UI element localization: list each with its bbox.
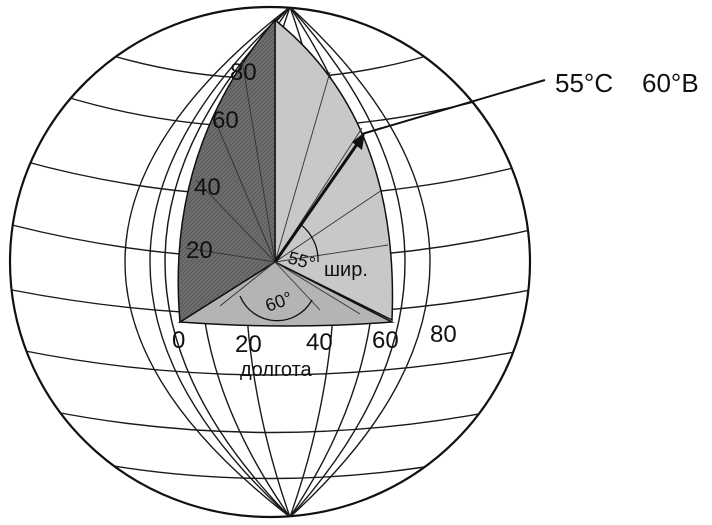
lat-tick-80: 80 <box>230 59 257 86</box>
point-longitude-label: 60°B <box>642 68 699 98</box>
longitude-arc <box>239 295 313 322</box>
lon-tick-40: 40 <box>306 329 333 356</box>
lon-tick-60: 60 <box>372 327 399 354</box>
lon-tick-20: 20 <box>235 331 262 358</box>
longitude-word-label: долгота <box>240 359 312 381</box>
lat-tick-60: 60 <box>212 107 239 134</box>
latitude-arc <box>299 223 319 263</box>
lon-tick-80: 80 <box>430 321 457 348</box>
lon-tick-0: 0 <box>172 327 185 354</box>
face-parallels <box>185 59 389 315</box>
lat-tick-20: 20 <box>186 237 213 264</box>
equator-sector <box>177 261 395 327</box>
lat-tick-40: 40 <box>194 174 221 201</box>
vector-arrowhead-icon <box>352 132 365 150</box>
prime-meridian-face <box>177 17 276 324</box>
point-latitude-label: 55°C <box>555 68 613 98</box>
light-sector <box>274 18 394 322</box>
latitude-word-label: шир. <box>324 259 368 281</box>
leader-line <box>361 79 546 135</box>
point-vector <box>273 139 362 263</box>
